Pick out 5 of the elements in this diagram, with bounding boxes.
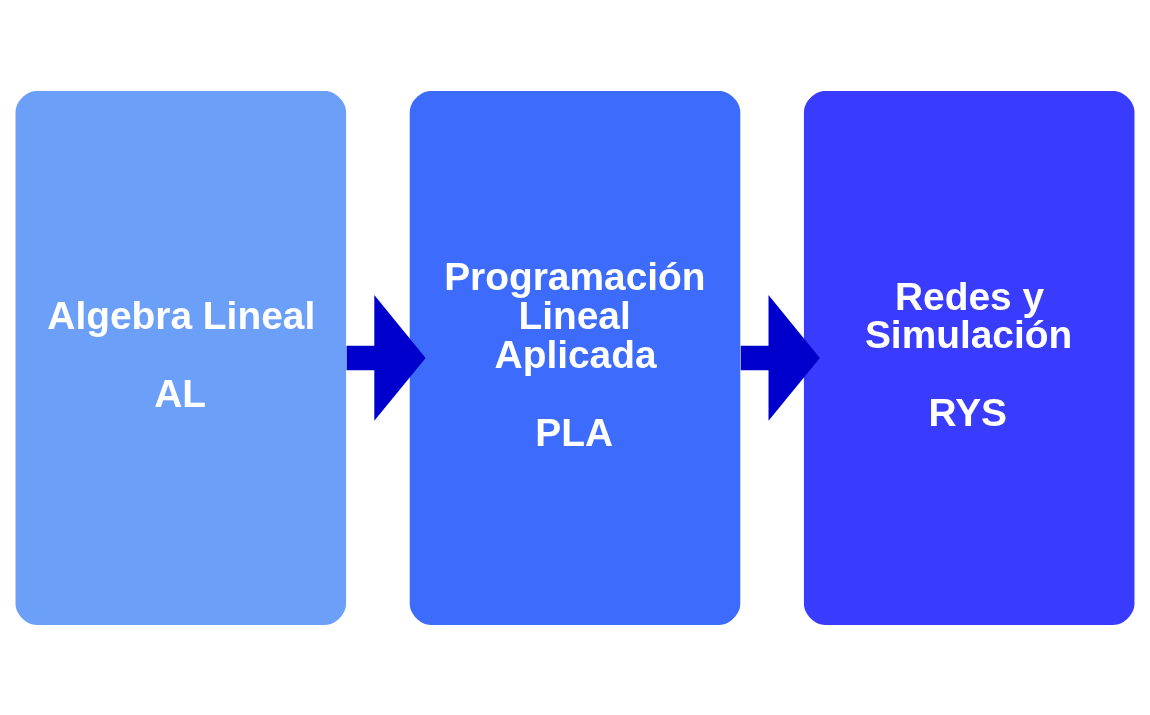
arrow	[346, 294, 426, 421]
arrow	[740, 294, 820, 421]
node-box: Redes y Simulación RYS	[803, 90, 1135, 625]
node-box: Programación Lineal Aplicada PLA	[409, 90, 741, 625]
node-box: Algebra Lineal AL	[15, 90, 347, 625]
